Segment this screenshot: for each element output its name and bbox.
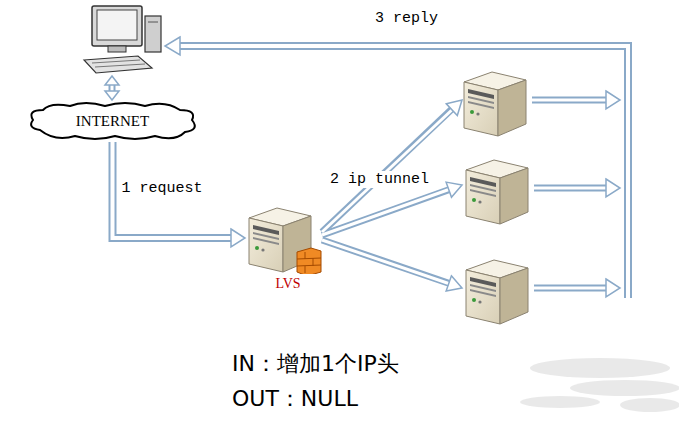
client-computer [84, 6, 161, 73]
edge-label: 1 request [122, 180, 203, 197]
internet-cloud: INTERNET [25, 100, 200, 142]
caption-line: IN：增加1个IP头 [232, 349, 399, 379]
lvs-server: LVS [245, 198, 331, 292]
real-servers [464, 72, 528, 324]
arrow-shaft [113, 142, 234, 238]
reply-label: 3 reply [375, 10, 438, 27]
arrow-core [113, 142, 234, 238]
tunnel-label: 2 ip tunnel [328, 171, 431, 188]
watermark [520, 358, 679, 412]
arrow-head [231, 229, 245, 247]
server-label: LVS [245, 276, 331, 292]
hollow-arrows [105, 37, 628, 298]
caption-line: OUT：NULL [232, 384, 358, 414]
cloud-label: INTERNET [76, 113, 149, 130]
server-icon [245, 198, 325, 274]
request-arrow [113, 142, 246, 247]
